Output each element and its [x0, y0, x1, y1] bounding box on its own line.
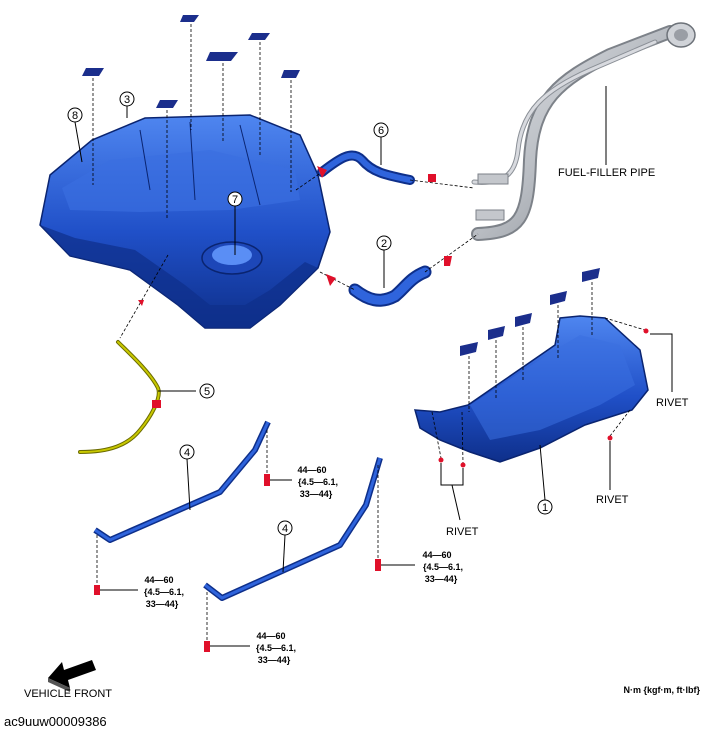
tank-strap-front	[203, 457, 383, 652]
rivet-label-lower-left: RIVET	[446, 526, 479, 538]
vehicle-front-arrow-icon	[48, 660, 96, 692]
callout-8: 8	[67, 107, 83, 163]
svg-text:33—44}: 33—44}	[425, 574, 458, 584]
hose-6	[295, 150, 475, 191]
heat-insulator	[413, 315, 649, 463]
svg-text:4: 4	[184, 447, 190, 459]
svg-text:5: 5	[204, 386, 210, 398]
svg-text:{4.5—6.1,: {4.5—6.1,	[256, 643, 296, 653]
callout-4-front: 4	[277, 520, 293, 573]
rivet-leaders	[440, 333, 673, 521]
callout-1: 1	[537, 444, 553, 515]
figure-id-caption: ac9uuw00009386	[4, 714, 107, 729]
svg-text:3: 3	[124, 94, 130, 106]
svg-text:1: 1	[542, 502, 548, 514]
hose-2	[319, 233, 479, 307]
rivet-markers	[431, 317, 649, 468]
svg-text:33—44}: 33—44}	[146, 599, 179, 609]
rivet-label-right: RIVET	[656, 397, 689, 409]
vehicle-front-label: VEHICLE FRONT	[24, 688, 112, 700]
svg-text:4: 4	[282, 523, 288, 535]
fuel-filler-pipe	[471, 22, 696, 241]
tank-pad-markers	[82, 15, 300, 220]
svg-text:{4.5—6.1,: {4.5—6.1,	[298, 477, 338, 487]
callout-5: 5	[199, 383, 215, 399]
svg-text:{4.5—6.1,: {4.5—6.1,	[144, 587, 184, 597]
torque-spec-upper-rear: 44—60 {4.5—6.1, 33—44}	[270, 465, 338, 499]
svg-text:44—60: 44—60	[297, 465, 326, 475]
svg-text:44—60: 44—60	[422, 550, 451, 560]
svg-text:7: 7	[232, 194, 238, 206]
rivet-label-lower-right: RIVET	[596, 494, 629, 506]
units-label: N·m {kgf·m, ft·lbf}	[624, 685, 701, 695]
torque-spec-upper-front: 44—60 {4.5—6.1, 33—44}	[381, 550, 463, 584]
svg-text:33—44}: 33—44}	[300, 489, 333, 499]
insulator-pad-markers	[460, 268, 600, 412]
callout-7: 7	[227, 191, 243, 255]
vent-tube-5	[78, 254, 196, 454]
callout-2: 2	[376, 235, 392, 288]
svg-text:6: 6	[378, 125, 384, 137]
svg-text:44—60: 44—60	[256, 631, 285, 641]
svg-text:44—60: 44—60	[144, 575, 173, 585]
fuel-filler-pipe-label: FUEL-FILLER PIPE	[558, 167, 655, 179]
tank-strap-rear	[93, 420, 271, 595]
torque-spec-lower-rear: 44—60 {4.5—6.1, 33—44}	[100, 575, 184, 609]
callout-6: 6	[373, 122, 389, 165]
callout-4-rear: 4	[179, 444, 195, 511]
svg-text:{4.5—6.1,: {4.5—6.1,	[423, 562, 463, 572]
fuel-tank	[39, 114, 331, 329]
svg-text:2: 2	[381, 238, 387, 250]
svg-text:33—44}: 33—44}	[258, 655, 291, 665]
callout-3: 3	[119, 91, 135, 118]
torque-spec-lower-front: 44—60 {4.5—6.1, 33—44}	[210, 631, 296, 665]
svg-text:8: 8	[72, 110, 78, 122]
